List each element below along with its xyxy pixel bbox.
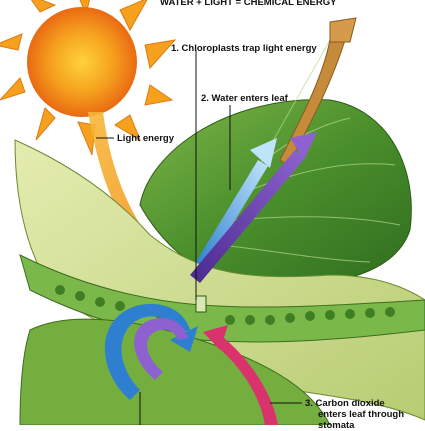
lower-leaf [19, 318, 331, 425]
co2-line-1: 3. Carbon dioxide [305, 398, 385, 409]
label-chloroplasts: 1. Chloroplasts trap light energy [171, 43, 317, 54]
co2-line-3: stomata [318, 420, 355, 431]
co2-arrow [215, 337, 278, 425]
label-carbon-dioxide: 3. Carbon dioxide enters leaf through st… [305, 398, 404, 431]
leader-lines [96, 50, 302, 425]
label-water: 2. Water enters leaf [201, 93, 288, 104]
sun-core [27, 7, 137, 117]
diagram-title: WATER + LIGHT = CHEMICAL ENERGY [160, 0, 337, 8]
water-arrow-head [250, 138, 277, 168]
sun-illustration [0, 0, 177, 156]
label-light-energy: Light energy [117, 133, 175, 144]
energy-arrow-head [290, 132, 317, 160]
water-arrow [196, 160, 268, 268]
energy-cycle-arrow [134, 318, 188, 380]
stem-top [329, 17, 357, 43]
energy-arrow [190, 150, 305, 283]
co2-line-2: enters leaf through [318, 409, 405, 420]
co2-arrow-head [203, 325, 228, 350]
water-cycle-arrow-head [170, 326, 198, 352]
stoma-marker [195, 295, 207, 313]
water-cycle-arrow [104, 303, 190, 400]
